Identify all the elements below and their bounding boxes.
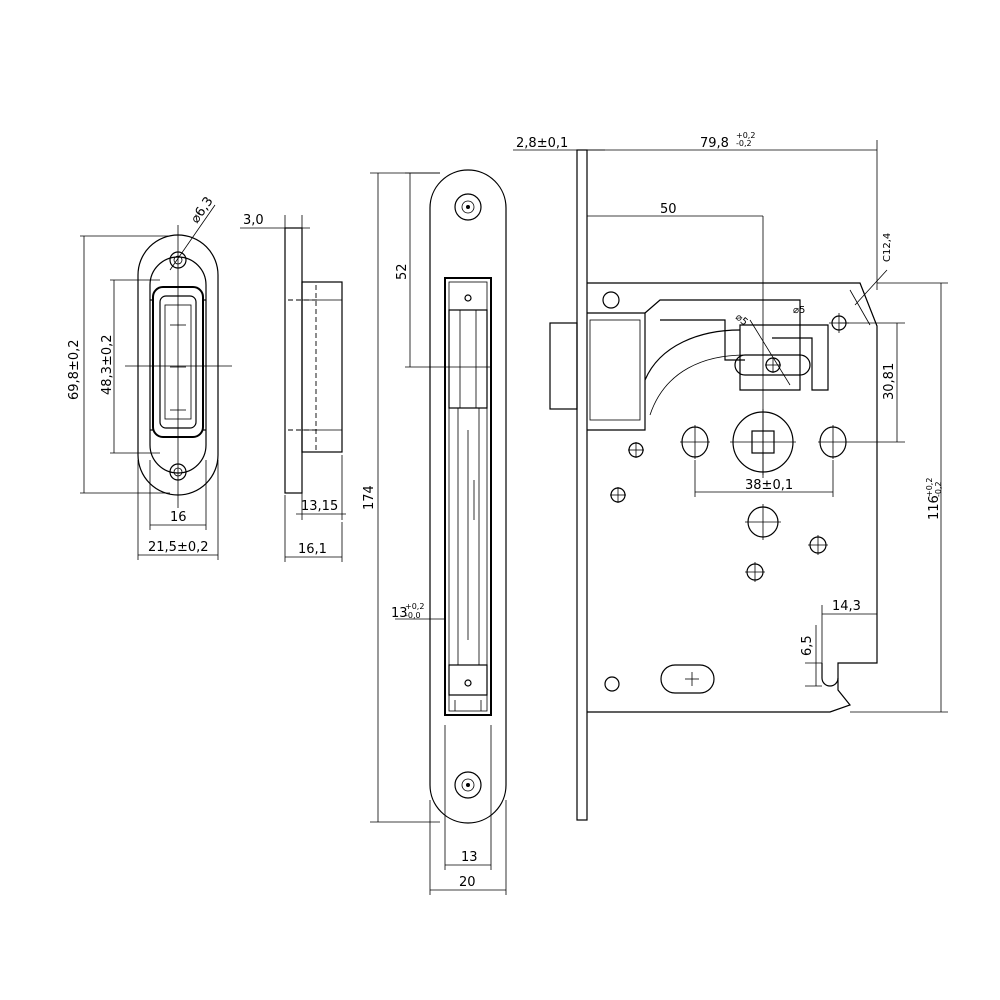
- body-height-label: 116: [927, 495, 942, 520]
- faceplate-view: 174 52 13 +0,2 -0,0 13 20: [362, 169, 507, 895]
- chamfer-label: C12,4: [882, 233, 893, 262]
- strike-depth2-label: 16,1: [298, 542, 327, 557]
- total-depth-tol-bottom: -0,2: [736, 139, 752, 148]
- strike-plate-front-view: ⌀6,3 69,8±0,2 48,3±0,2 16 21,5±0,2: [67, 194, 232, 560]
- body-height-tol-top: +0,2: [925, 478, 934, 497]
- faceplate-bottom-screw: [454, 771, 482, 799]
- front-thickness-label: 2,8±0,1: [516, 136, 568, 151]
- strike-thickness-label: 3,0: [243, 213, 264, 228]
- total-depth-tol-top: +0,2: [736, 131, 755, 140]
- backset-label: 50: [660, 202, 677, 217]
- lock-body-view: ⌀5 ⌀5: [513, 131, 948, 821]
- body-height-tol-bottom: -0,2: [934, 481, 943, 497]
- strike-total-height-label: 69,8±0,2: [67, 339, 82, 400]
- plate-width-label: 20: [459, 875, 476, 890]
- faceplate-slot: [444, 277, 492, 716]
- strike-hole-dia-label: ⌀6,3: [188, 194, 217, 226]
- strike-depth1-label: 13,15: [301, 499, 338, 514]
- bottom-notch-label: 6,5: [800, 635, 815, 656]
- vertical-offset-label: 30,81: [882, 363, 897, 400]
- mech-hole-dia-label: ⌀5: [733, 312, 750, 328]
- top-right-hole-dia-label: ⌀5: [793, 305, 805, 316]
- slot-tol-top: +0,2: [405, 602, 424, 611]
- strike-inner-height-label: 48,3±0,2: [100, 334, 115, 395]
- strike-inner-width-label: 16: [170, 510, 187, 525]
- faceplate-top-screw: [454, 193, 482, 221]
- total-depth-label: 79,8: [700, 136, 729, 151]
- spindle-distance-label: 38±0,1: [745, 478, 793, 493]
- latch-offset-label: 52: [395, 263, 410, 280]
- slot-tol-bottom: -0,0: [405, 611, 421, 620]
- latch-bolt: [549, 322, 578, 410]
- slot-tolerance-label: 13: [391, 606, 408, 621]
- slot-width-label: 13: [461, 850, 478, 865]
- strike-plate-side-view: 3,0 13,15 16,1: [240, 213, 346, 562]
- bottom-depth-label: 14,3: [832, 599, 861, 614]
- strike-total-width-label: 21,5±0,2: [148, 540, 209, 555]
- faceplate-length-label: 174: [362, 485, 377, 510]
